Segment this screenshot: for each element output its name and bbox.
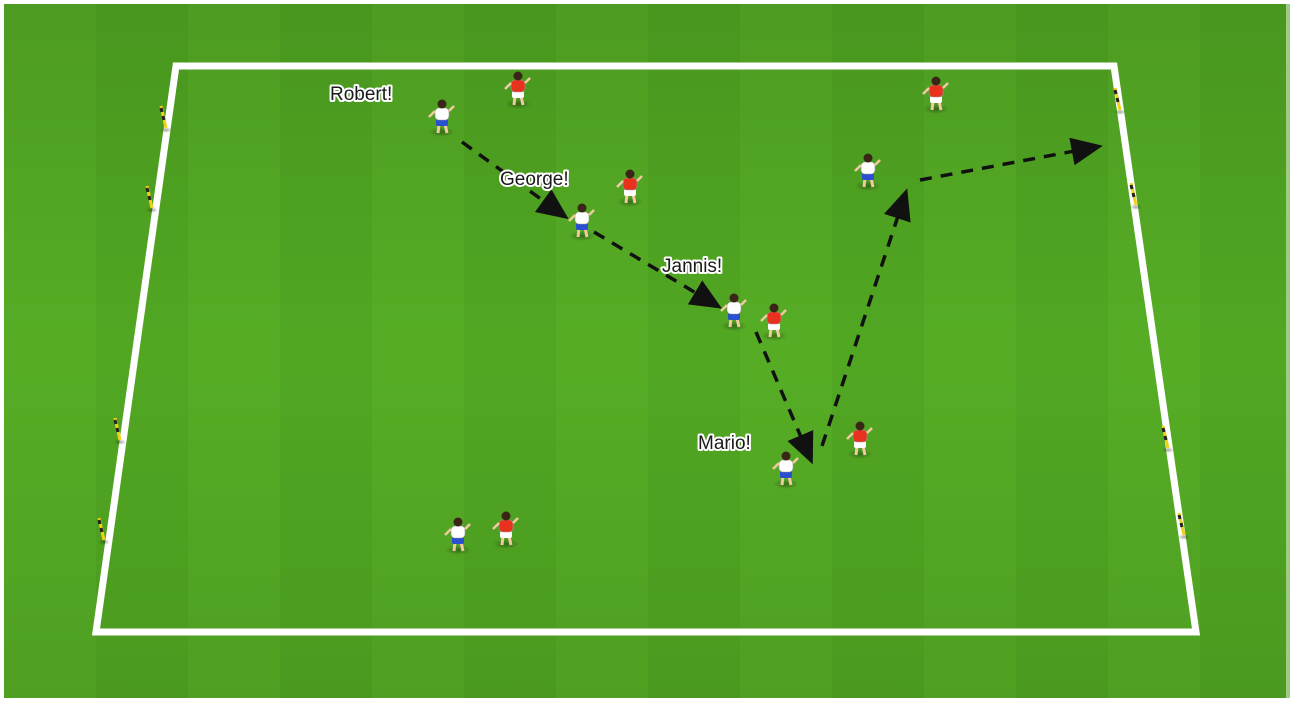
call-label-robert: Robert! bbox=[330, 84, 392, 105]
call-label-george: George! bbox=[500, 169, 569, 190]
call-label-mario: Mario! bbox=[698, 433, 751, 454]
grass-field bbox=[4, 4, 1290, 698]
call-label-jannis: Jannis! bbox=[662, 256, 722, 277]
